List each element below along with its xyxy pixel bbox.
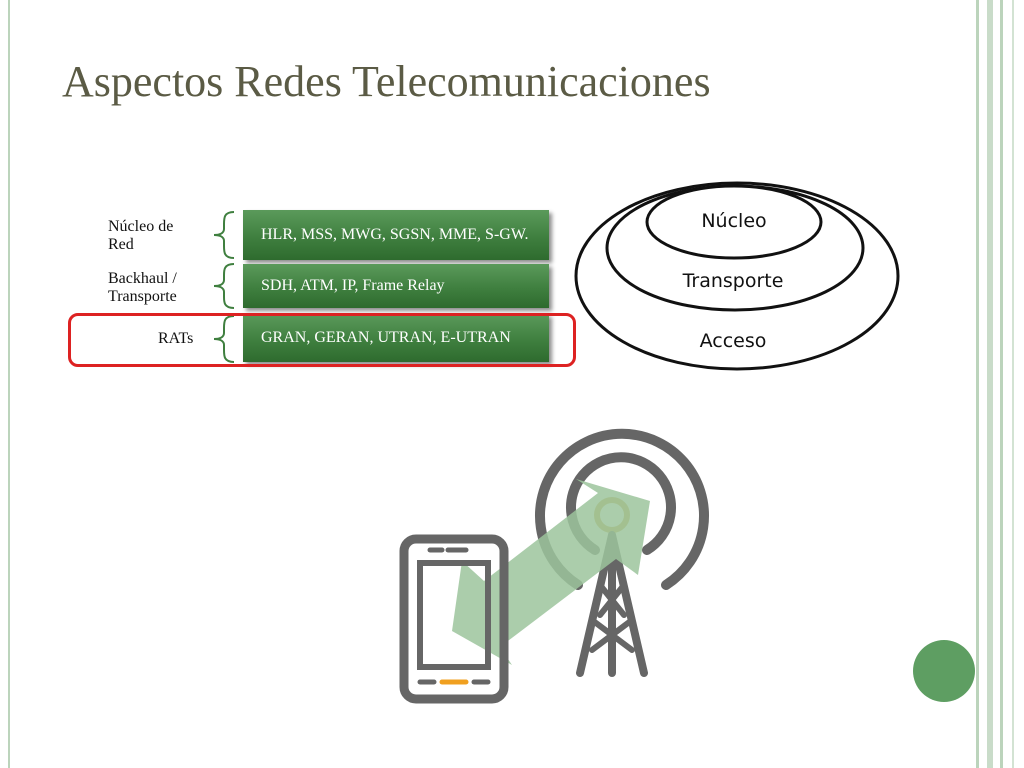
frame-line-right-3 [1000,0,1003,768]
layer-box-rats: GRAN, GERAN, UTRAN, E-UTRAN [243,314,549,362]
frame-line-right-1 [976,0,979,768]
layer-label-rats: RATs [158,330,194,347]
frame-line-left [8,0,10,768]
onion-ring-inner [645,184,823,260]
brace-rats [213,315,235,363]
frame-line-right-4 [1012,0,1014,768]
phone-tower-illustration [399,428,709,704]
brace-backhaul [213,263,235,309]
rats-highlight-box [68,313,576,367]
slide-title: Aspectos Redes Telecomunicaciones [62,57,711,106]
smartphone-icon [399,534,509,704]
layer-box-rats-text: GRAN, GERAN, UTRAN, E-UTRAN [261,329,511,346]
network-layers-onion: Núcleo Transporte Acceso [574,181,900,371]
onion-label-transport: Transporte [682,270,784,292]
slide-nav-circle[interactable] [913,640,975,702]
brace-core [213,211,235,259]
layer-box-core-text: HLR, MSS, MWG, SGSN, MME, S-GW. [261,226,529,243]
layer-label-core: Núcleo de Red [108,218,174,253]
layer-label-backhaul: Backhaul / Transporte [108,270,177,305]
onion-label-core: Núcleo [701,210,766,232]
layer-box-backhaul-text: SDH, ATM, IP, Frame Relay [261,277,445,294]
frame-line-right-2 [987,0,993,768]
onion-label-access: Acceso [700,330,767,352]
layer-box-backhaul: SDH, ATM, IP, Frame Relay [243,264,549,308]
layer-box-core: HLR, MSS, MWG, SGSN, MME, S-GW. [243,210,549,260]
